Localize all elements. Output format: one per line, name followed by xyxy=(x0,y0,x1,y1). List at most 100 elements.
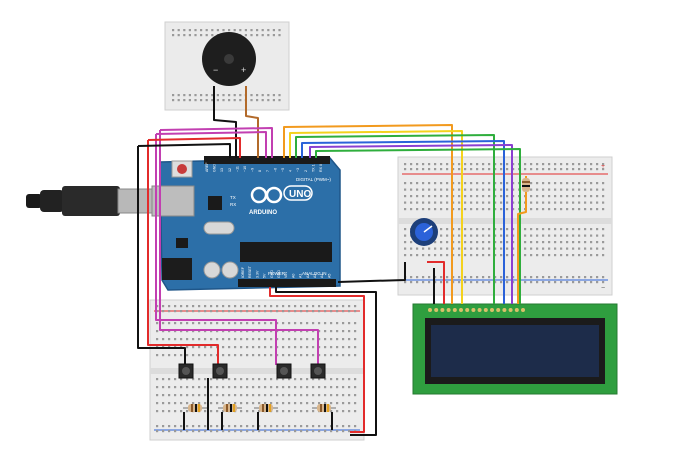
breadboard-hole xyxy=(506,168,509,171)
breadboard-hole xyxy=(584,241,587,244)
breadboard-hole xyxy=(410,182,413,185)
breadboard-hole xyxy=(470,276,473,279)
resistor xyxy=(218,404,242,412)
breadboard-hole xyxy=(476,195,479,198)
breadboard-hole xyxy=(270,310,273,313)
breadboard-hole xyxy=(300,330,303,333)
breadboard-hole xyxy=(192,310,195,313)
breadboard-hole xyxy=(458,188,461,191)
breadboard-hole xyxy=(312,425,315,428)
breadboard-hole xyxy=(312,305,315,308)
breadboard-hole xyxy=(512,241,515,244)
breadboard-hole xyxy=(204,346,207,349)
breadboard-hole xyxy=(500,247,503,250)
breadboard-hole xyxy=(300,425,303,428)
push-button[interactable] xyxy=(212,363,228,379)
breadboard-hole xyxy=(548,247,551,250)
breadboard-hole xyxy=(566,201,569,204)
breadboard-hole xyxy=(530,195,533,198)
pin-label-power-analog: A0 xyxy=(291,274,295,278)
breadboard-hole xyxy=(250,29,253,32)
breadboard-hole xyxy=(194,29,197,32)
breadboard-hole xyxy=(578,254,581,257)
breadboard-hole xyxy=(186,330,189,333)
breadboard-hole xyxy=(162,354,165,357)
breadboard-hole xyxy=(300,378,303,381)
breadboard-hole xyxy=(470,241,473,244)
breadboard-hole xyxy=(228,402,231,405)
breadboard-hole xyxy=(312,430,315,433)
breadboard-hole xyxy=(428,182,431,185)
breadboard-hole xyxy=(404,234,407,237)
breadboard-hole xyxy=(216,99,219,102)
breadboard-hole xyxy=(342,346,345,349)
breadboard-hole xyxy=(250,94,253,97)
breadboard-hole xyxy=(272,99,275,102)
breadboard-hole xyxy=(470,228,473,231)
breadboard-hole xyxy=(542,234,545,237)
breadboard-hole xyxy=(336,322,339,325)
breadboard-hole xyxy=(240,386,243,389)
breadboard-hole xyxy=(180,330,183,333)
breadboard-hole xyxy=(252,386,255,389)
breadboard-hole xyxy=(174,394,177,397)
breadboard-hole xyxy=(440,281,443,284)
breadboard-hole xyxy=(404,188,407,191)
breadboard-hole xyxy=(572,281,575,284)
pin-label-digital: GND xyxy=(213,164,217,172)
breadboard-hole xyxy=(536,281,539,284)
breadboard-hole xyxy=(410,241,413,244)
breadboard-hole xyxy=(312,378,315,381)
pin-label-power-analog: RESET xyxy=(248,265,252,278)
breadboard-hole xyxy=(354,305,357,308)
breadboard-hole xyxy=(422,281,425,284)
breadboard-hole xyxy=(458,195,461,198)
breadboard-hole xyxy=(506,201,509,204)
breadboard-hole xyxy=(410,208,413,211)
breadboard-hole xyxy=(584,276,587,279)
breadboard-hole xyxy=(270,346,273,349)
push-button[interactable] xyxy=(178,363,194,379)
breadboard-hole xyxy=(416,281,419,284)
digital-label: DIGITAL (PWM~) xyxy=(296,177,331,182)
breadboard-hole xyxy=(192,394,195,397)
breadboard-hole xyxy=(288,430,291,433)
breadboard-hole xyxy=(174,305,177,308)
breadboard-hole xyxy=(488,163,491,166)
breadboard-hole xyxy=(282,346,285,349)
breadboard-hole xyxy=(446,254,449,257)
buzzer[interactable]: − + xyxy=(202,32,256,86)
breadboard-hole xyxy=(222,29,225,32)
push-button[interactable] xyxy=(310,363,326,379)
breadboard-hole xyxy=(177,29,180,32)
pin-label-power-analog: A1 xyxy=(299,274,303,278)
breadboard-hole xyxy=(270,378,273,381)
breadboard-hole xyxy=(188,99,191,102)
breadboard-hole xyxy=(446,281,449,284)
push-button[interactable] xyxy=(276,363,292,379)
breadboard-hole xyxy=(348,386,351,389)
breadboard-hole xyxy=(282,425,285,428)
breadboard-hole xyxy=(506,276,509,279)
breadboard-hole xyxy=(512,276,515,279)
breadboard-hole xyxy=(210,378,213,381)
breadboard-hole xyxy=(216,94,219,97)
breadboard-hole xyxy=(282,410,285,413)
breadboard-hole xyxy=(198,310,201,313)
breadboard-hole xyxy=(530,182,533,185)
breadboard-hole xyxy=(494,276,497,279)
breadboard-hole xyxy=(342,305,345,308)
breadboard-hole xyxy=(186,338,189,341)
breadboard-hole xyxy=(186,378,189,381)
breadboard-hole xyxy=(258,338,261,341)
breadboard-hole xyxy=(530,228,533,231)
breadboard-hole xyxy=(488,281,491,284)
breadboard-hole xyxy=(482,168,485,171)
breadboard-hole xyxy=(428,247,431,250)
breadboard-hole xyxy=(458,208,461,211)
breadboard-hole xyxy=(186,305,189,308)
breadboard-hole xyxy=(548,163,551,166)
breadboard-hole xyxy=(261,34,264,37)
breadboard-hole xyxy=(590,195,593,198)
potentiometer[interactable] xyxy=(410,218,438,246)
